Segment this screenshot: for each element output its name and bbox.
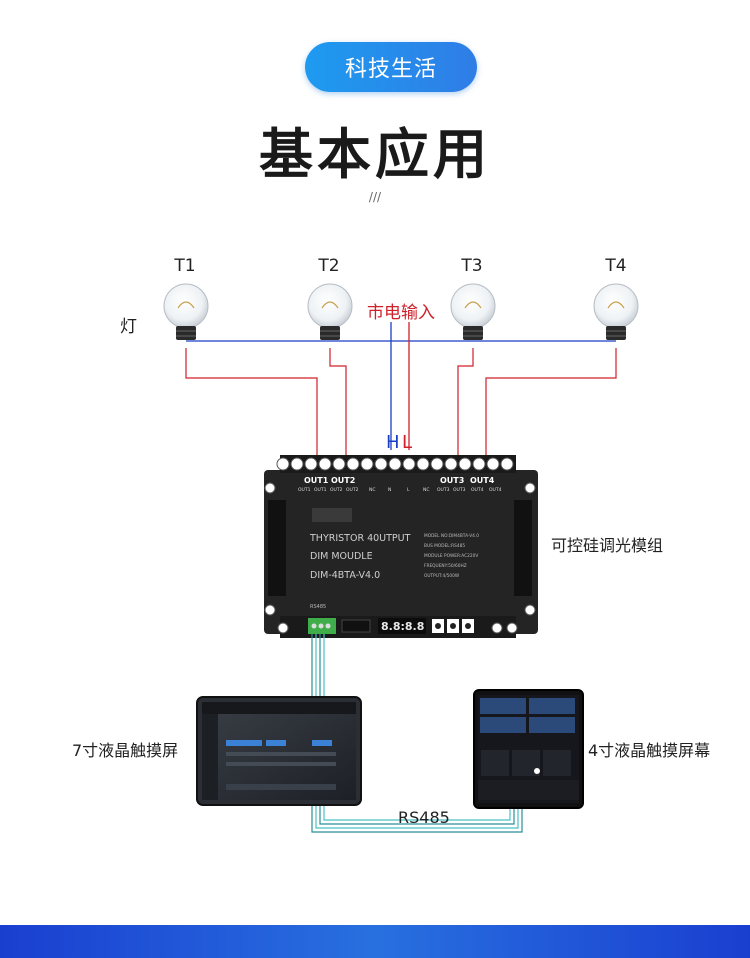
out2-label: OUT2 <box>331 476 355 485</box>
out3-label: OUT3 <box>440 476 464 485</box>
terminal-label: OUT2 <box>346 487 359 493</box>
terminal-label: OUT4 <box>471 487 484 493</box>
wire-out1 <box>185 348 318 456</box>
dimmer-module <box>264 455 538 638</box>
bulb-icon-t3 <box>450 283 496 340</box>
terminal-label: NC <box>369 487 376 493</box>
segment-display: 8.8:8.8 <box>381 620 424 633</box>
module-label: 可控硅调光模组 <box>551 536 664 555</box>
spec-line: OUTPUT:4/500W <box>424 573 460 579</box>
wire-out2 <box>329 348 347 456</box>
spec-line: MODULE POWER:AC220V <box>424 553 478 559</box>
terminal-label: OUT3 <box>453 487 466 493</box>
mains-input-label: 市电输入 <box>367 303 435 323</box>
spec-line: BUS MODEL:RS485 <box>424 543 465 549</box>
spec-line: MODEL NO:DIM4BTA-V4.0 <box>424 533 479 539</box>
terminal-label: OUT4 <box>489 487 502 493</box>
wiring-diagram: OUT1 OUT2 OUT3 OUT4 OUT1 OUT1 OUT2 OUT2 … <box>163 283 639 833</box>
bulb-icon-t2 <box>307 283 353 340</box>
wire-out3 <box>457 348 474 456</box>
touchscreen-4inch <box>473 689 584 809</box>
terminal-label: OUT1 <box>298 487 311 493</box>
out4-label: OUT4 <box>470 476 495 485</box>
rs485-bus-label: RS485 <box>398 808 450 827</box>
screen-7inch-label: 7寸液晶触摸屏 <box>72 741 179 760</box>
title-divider: /// <box>368 190 382 204</box>
wire-out4 <box>485 348 617 456</box>
terminal-label: OUT1 <box>314 487 327 493</box>
module-line1: THYRISTOR 40UTPUT <box>309 533 411 544</box>
out1-label: OUT1 <box>304 476 329 485</box>
lamp-group-label: 灯 <box>120 317 137 337</box>
terminal-label: N <box>388 487 391 493</box>
rs485-small-label: RS485 <box>310 604 326 610</box>
header-pill: 科技生活 <box>305 42 477 92</box>
bulb-icon-t1 <box>163 283 209 340</box>
terminal-label: OUT3 <box>437 487 450 493</box>
touchscreen-7inch <box>196 696 362 806</box>
terminal-label: L <box>407 487 410 493</box>
terminal-row <box>276 457 514 471</box>
lamp-label-t4: T4 <box>605 256 627 276</box>
bottom-bar <box>0 925 750 958</box>
mains-h-label: H <box>386 432 400 453</box>
bulb-icon-t4 <box>593 283 639 340</box>
terminal-label: NC <box>423 487 430 493</box>
lamp-label-t1: T1 <box>174 256 196 276</box>
module-line3: DIM-4BTA-V4.0 <box>310 570 380 581</box>
terminal-label: OUT2 <box>330 487 343 493</box>
mains-l-label: L <box>402 432 413 453</box>
lamp-label-t3: T3 <box>461 256 483 276</box>
lamp-label-t2: T2 <box>318 256 340 276</box>
page-title: 基本应用 <box>259 123 491 186</box>
screen-4inch-label: 4寸液晶触摸屏幕 <box>588 741 711 760</box>
module-line2: DIM MOUDLE <box>310 551 373 562</box>
brand-logo <box>312 508 352 522</box>
spec-line: FREQUENY:50/60HZ <box>424 563 467 569</box>
